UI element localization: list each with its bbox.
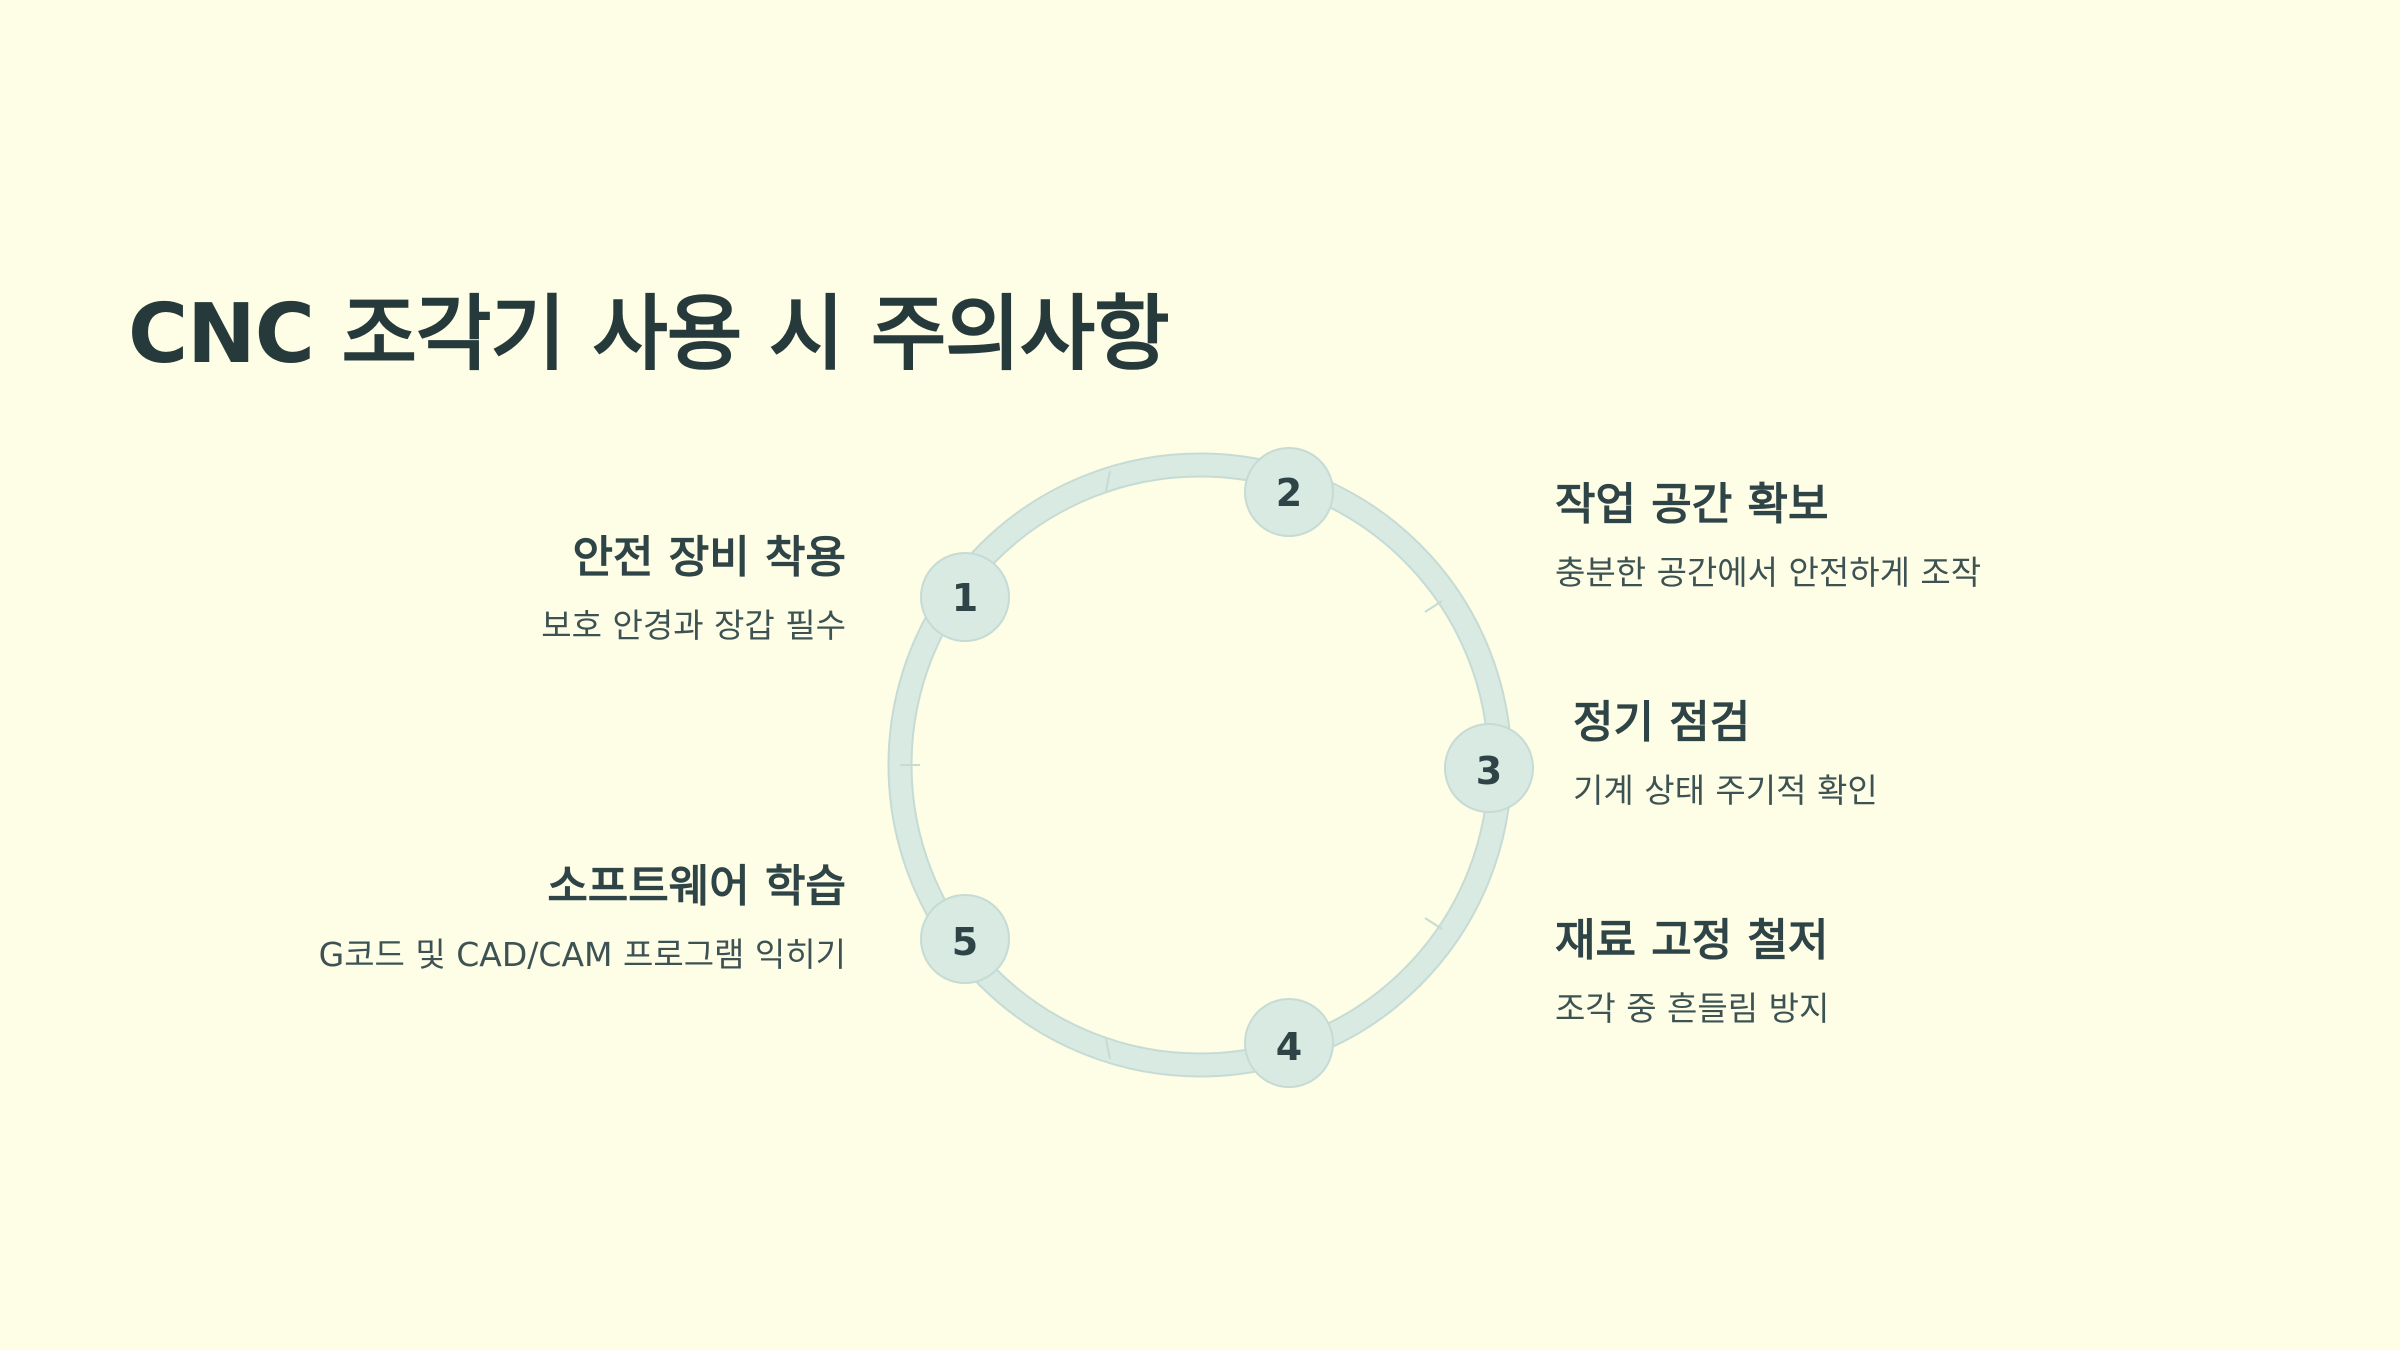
step-node-4: 4 xyxy=(1244,998,1334,1088)
ring-divider xyxy=(1105,470,1111,492)
step-title: 재료 고정 철저 xyxy=(1555,915,1829,966)
step-5-text: 소프트웨어 학습 G코드 및 CAD/CAM 프로그램 익히기 xyxy=(319,859,846,977)
page-title: CNC 조각기 사용 시 주의사항 xyxy=(128,287,1170,382)
step-description: G코드 및 CAD/CAM 프로그램 익히기 xyxy=(318,935,846,974)
step-title: 정기 점검 xyxy=(1573,697,1751,748)
step-node-5: 5 xyxy=(920,894,1010,984)
step-description: 조각 중 흔들림 방지 xyxy=(1555,989,1830,1028)
step-node-1: 1 xyxy=(920,552,1010,642)
step-title: 소프트웨어 학습 xyxy=(547,861,846,912)
step-description: 기계 상태 주기적 확인 xyxy=(1573,771,1878,810)
step-number: 4 xyxy=(1276,1025,1302,1069)
ring-divider xyxy=(1105,1038,1111,1060)
step-1-text: 안전 장비 착용 보호 안경과 장갑 필수 xyxy=(541,530,846,648)
step-number: 3 xyxy=(1476,749,1502,793)
step-title: 작업 공간 확보 xyxy=(1555,479,1829,530)
step-2-text: 작업 공간 확보 충분한 공간에서 안전하게 조작 xyxy=(1555,477,1981,595)
step-node-2: 2 xyxy=(1244,447,1334,537)
ring-divider xyxy=(1424,917,1443,930)
step-number: 2 xyxy=(1276,471,1302,515)
step-description: 충분한 공간에서 안전하게 조작 xyxy=(1555,553,1982,592)
ring-divider xyxy=(1424,600,1443,613)
step-3-text: 정기 점검 기계 상태 주기적 확인 xyxy=(1573,695,1878,813)
step-node-3: 3 xyxy=(1444,723,1534,813)
step-description: 보호 안경과 장갑 필수 xyxy=(541,606,846,645)
step-title: 안전 장비 착용 xyxy=(572,532,846,583)
step-number: 1 xyxy=(952,576,978,620)
step-number: 5 xyxy=(952,920,978,964)
step-4-text: 재료 고정 철저 조각 중 흔들림 방지 xyxy=(1555,913,1829,1031)
